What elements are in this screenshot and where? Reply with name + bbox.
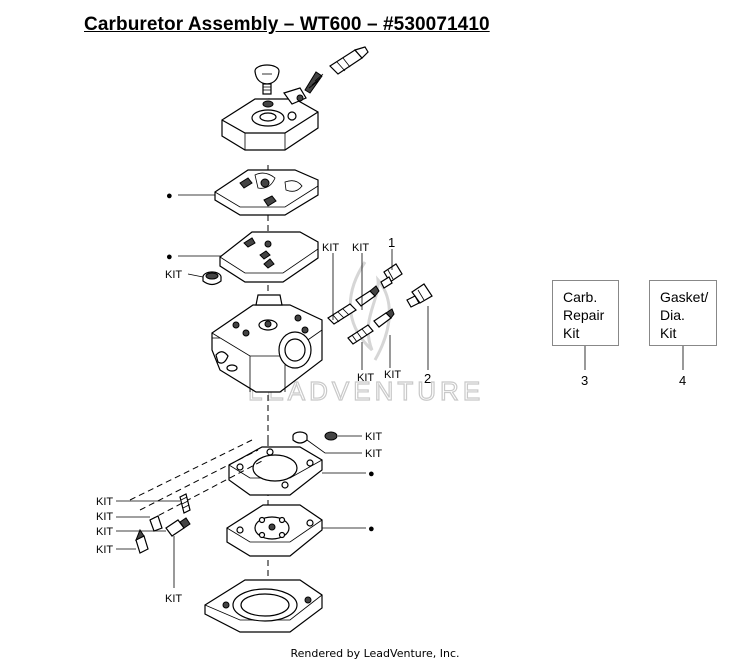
- check-valve: [292, 431, 308, 444]
- carb-repair-kit-line3: Kit: [563, 325, 580, 341]
- idle-adjust-screw: [380, 263, 403, 289]
- watermark: LEADVENTURE: [247, 261, 481, 407]
- top-screw: [254, 64, 280, 95]
- pump-diaphragm: [219, 231, 319, 283]
- carburetor-body: [211, 294, 323, 393]
- carb-repair-kit-line2: Repair: [563, 307, 605, 323]
- callout-kit-low-needle-spring: KIT: [384, 369, 401, 381]
- pump-gasket: [214, 169, 319, 216]
- callout-bullet-metering-diaphragm: ●: [368, 523, 375, 535]
- callout-kit-high-needle-spring: KIT: [322, 242, 339, 254]
- fuel-pump-needle-spring: [304, 46, 369, 94]
- metering-diaphragm: [226, 504, 323, 557]
- gasket-dia-kit-box[interactable]: Gasket/ Dia. Kit: [649, 280, 717, 346]
- callout-kit-inlet-needle: KIT: [96, 544, 113, 556]
- high-speed-needle: [327, 285, 380, 325]
- callout-kit-valve-disc: KIT: [365, 431, 382, 443]
- check-valve-disc: [324, 431, 338, 441]
- callout-kit-low-needle-oring: KIT: [357, 372, 374, 384]
- callout-bullet-diaphragm: ●: [166, 251, 173, 263]
- callout-kit-screw: KIT: [96, 526, 113, 538]
- metering-gasket: [228, 446, 323, 496]
- callout-ref-3: 3: [581, 373, 588, 388]
- callout-kit-lever: KIT: [165, 593, 182, 605]
- pump-cover: [221, 87, 319, 151]
- callout-bullet-metering-gasket: ●: [368, 468, 375, 480]
- callout-kit-high-needle-oring: KIT: [352, 242, 369, 254]
- gasket-dia-kit-line3: Kit: [660, 325, 677, 341]
- callout-ref-2: 2: [424, 371, 431, 386]
- callout-kit-pin: KIT: [96, 511, 113, 523]
- callout-ref-1: 1: [388, 235, 395, 250]
- speed-limiter-cap: [406, 283, 433, 308]
- gasket-dia-kit-line1: Gasket/: [660, 289, 709, 305]
- callout-bullet-gasket: ●: [166, 190, 173, 202]
- callout-kit-check-valve: KIT: [365, 448, 382, 460]
- footer-credit: Rendered by LeadVenture, Inc.: [290, 647, 460, 660]
- carb-repair-kit-line1: Carb.: [563, 289, 598, 305]
- page-title: Carburetor Assembly – WT600 – #530071410: [84, 14, 490, 35]
- low-speed-needle: [347, 308, 395, 345]
- inlet-needle-parts: [129, 439, 265, 554]
- callout-kit-filter: KIT: [165, 269, 182, 281]
- gasket-dia-kit-line2: Dia.: [660, 307, 685, 323]
- callout-kit-spring: KIT: [96, 496, 113, 508]
- leader-lines: [116, 194, 684, 588]
- callout-ref-4: 4: [679, 373, 686, 388]
- metering-cover: [204, 579, 323, 633]
- carb-repair-kit-box[interactable]: Carb. Repair Kit: [552, 280, 619, 346]
- inlet-filter-screen: [202, 271, 222, 286]
